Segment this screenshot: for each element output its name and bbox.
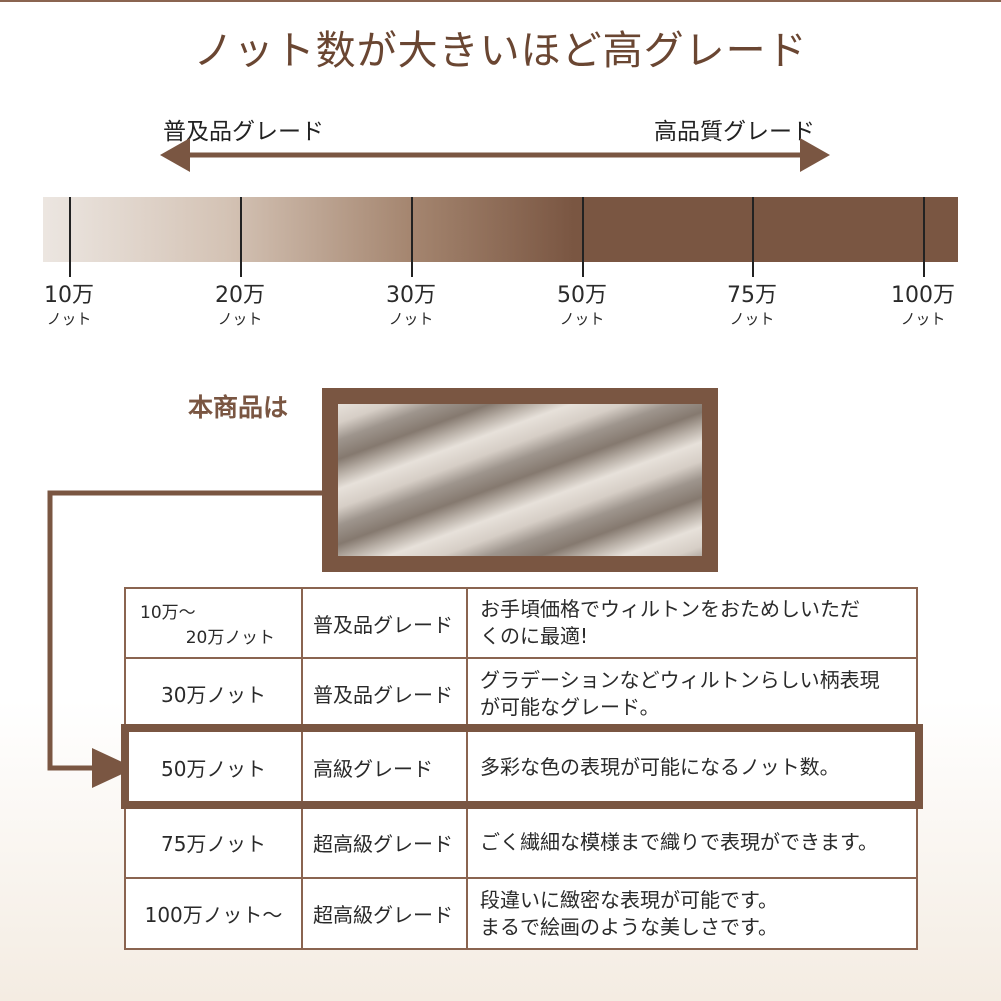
- knots-value: 30万ノット: [160, 683, 267, 707]
- knots-value: 50万ノット: [160, 757, 267, 781]
- scale-tick-label: 75万 ノット: [712, 285, 792, 327]
- top-border: [0, 0, 1001, 2]
- page-title: ノット数が大きいほど高グレード: [193, 28, 808, 74]
- scale-tick-label: 100万 ノット: [883, 285, 963, 327]
- scale-tick: [69, 197, 71, 277]
- tick-value: 75万: [727, 283, 777, 308]
- description-cell: 段違いに緻密な表現が可能です。まるで絵画のような美しさです。: [466, 877, 918, 950]
- desc-line2: くのに最適!: [480, 624, 589, 648]
- tick-value: 30万: [386, 283, 436, 308]
- knots-cell: 30万ノット: [124, 657, 303, 730]
- tick-unit: ノット: [559, 310, 605, 328]
- desc-line1: お手頃価格でウィルトンをおためしいただ: [480, 597, 860, 621]
- scale-tick-label: 20万 ノット: [200, 285, 280, 327]
- scale-tick: [411, 197, 413, 277]
- grade-cell: 超高級グレード: [301, 877, 468, 950]
- product-photo: [322, 388, 718, 572]
- grade-table: 10万〜 20万ノット 普及品グレード お手頃価格でウィルトンをおためしいただくの…: [124, 587, 918, 950]
- knots-cell: 50万ノット: [124, 728, 303, 807]
- desc-line1: 段違いに緻密な表現が可能です。: [480, 887, 778, 912]
- tick-unit: ノット: [217, 310, 263, 328]
- scale-tick-label: 30万 ノット: [371, 285, 451, 327]
- tick-value: 100万: [891, 283, 955, 308]
- table-row: 75万ノット 超高級グレード ごく繊細な模様まで織りで表現ができます。: [124, 805, 918, 879]
- scale-tick: [923, 197, 925, 277]
- knots-line1: 10万〜: [140, 603, 196, 623]
- knots-cell: 75万ノット: [124, 805, 303, 879]
- grade-cell: 普及品グレード: [301, 587, 468, 659]
- table-row: 100万ノット〜 超高級グレード 段違いに緻密な表現が可能です。まるで絵画のよう…: [124, 877, 918, 950]
- desc-line1: ごく繊細な模様まで織りで表現ができます。: [480, 829, 878, 854]
- knots-value: 100万ノット〜: [144, 903, 283, 927]
- table-row: 10万〜 20万ノット 普及品グレード お手頃価格でウィルトンをおためしいただくの…: [124, 587, 918, 659]
- knot-gradient-bar: [43, 197, 958, 262]
- knots-cell: 10万〜 20万ノット: [124, 587, 303, 659]
- tick-unit: ノット: [729, 310, 775, 328]
- scale-right-label: 高品質グレード: [654, 119, 815, 145]
- double-arrow-icon: [160, 138, 830, 172]
- grade-cell: 普及品グレード: [301, 657, 468, 730]
- description-cell: お手頃価格でウィルトンをおためしいただくのに最適!: [466, 587, 918, 659]
- description-cell: 多彩な色の表現が可能になるノット数。: [466, 728, 918, 807]
- scale-tick-label: 50万 ノット: [542, 285, 622, 327]
- knots-line2: 20万ノット: [185, 628, 275, 648]
- tick-value: 20万: [215, 283, 265, 308]
- desc-line2: が可能なグレード。: [480, 694, 660, 719]
- description-cell: ごく繊細な模様まで織りで表現ができます。: [466, 805, 918, 879]
- scale-tick: [240, 197, 242, 277]
- product-label: 本商品は: [188, 393, 289, 422]
- tick-unit: ノット: [900, 310, 946, 328]
- desc-line1: グラデーションなどウィルトンらしい柄表現: [480, 667, 880, 692]
- knots-cell: 100万ノット〜: [124, 877, 303, 950]
- grade-cell: 超高級グレード: [301, 805, 468, 879]
- desc-line1: 多彩な色の表現が可能になるノット数。: [480, 755, 840, 779]
- tick-value: 10万: [44, 283, 94, 308]
- table-row: 30万ノット 普及品グレード グラデーションなどウィルトンらしい柄表現が可能なグ…: [124, 657, 918, 730]
- description-cell: グラデーションなどウィルトンらしい柄表現が可能なグレード。: [466, 657, 918, 730]
- tick-unit: ノット: [388, 310, 434, 328]
- scale-tick-label: 10万 ノット: [29, 285, 109, 327]
- scale-tick: [752, 197, 754, 277]
- table-row: 50万ノット 高級グレード 多彩な色の表現が可能になるノット数。: [124, 728, 918, 807]
- tick-unit: ノット: [46, 310, 92, 328]
- highlight-frame: [121, 724, 923, 809]
- knots-value: 75万ノット: [160, 831, 267, 856]
- scale-tick: [582, 197, 584, 277]
- tick-value: 50万: [557, 283, 607, 308]
- grade-cell: 高級グレード: [301, 728, 468, 807]
- desc-line2: まるで絵画のような美しさです。: [480, 914, 778, 939]
